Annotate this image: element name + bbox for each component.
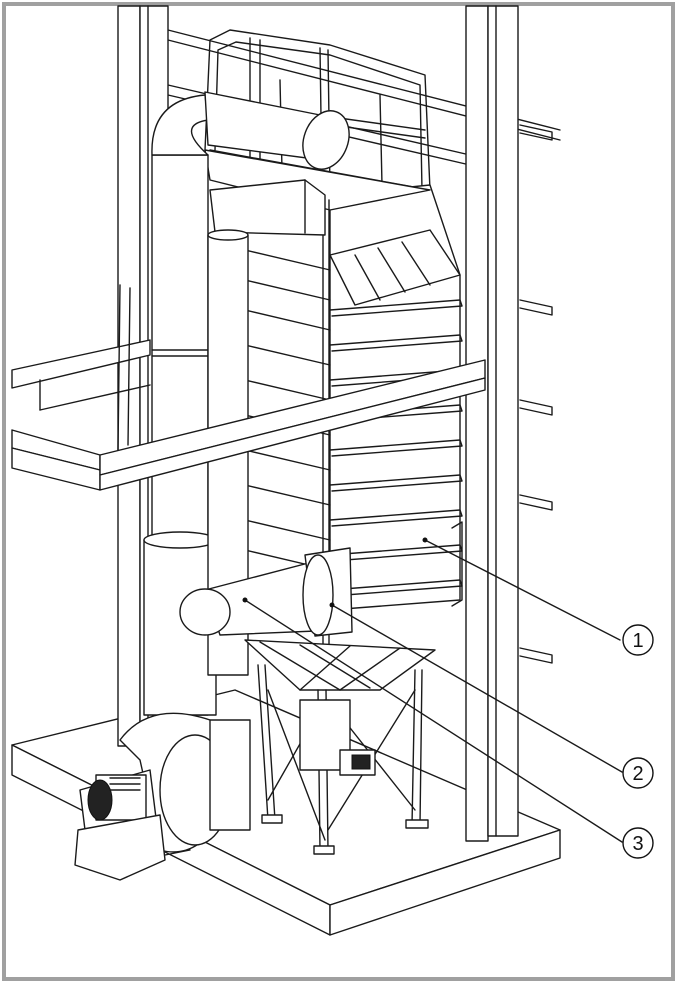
callout-leaders (242, 537, 623, 843)
leader-1-dot (422, 537, 428, 543)
inlet-duct (179, 547, 353, 637)
callout-1-circle (622, 624, 654, 656)
leader-2-dot (329, 602, 335, 608)
callout-3-circle (622, 827, 654, 859)
callout-1-label: 1 (632, 630, 643, 652)
callout-2: 2 (622, 757, 654, 789)
leader-1 (424, 539, 621, 641)
leader-2 (331, 604, 623, 773)
fan-assembly (74, 712, 251, 881)
callout-3: 3 (622, 827, 654, 859)
leader-3 (244, 599, 623, 843)
callout-3-label: 3 (632, 833, 643, 855)
callout-2-label: 2 (632, 763, 643, 785)
callout-2-circle (622, 757, 654, 789)
filter-housing (204, 149, 463, 691)
callout-1: 1 (622, 624, 654, 656)
outlet-duct (209, 179, 326, 236)
leader-3-dot (242, 597, 248, 603)
cross-beams (11, 284, 486, 491)
hopper-and-legs (244, 639, 436, 855)
